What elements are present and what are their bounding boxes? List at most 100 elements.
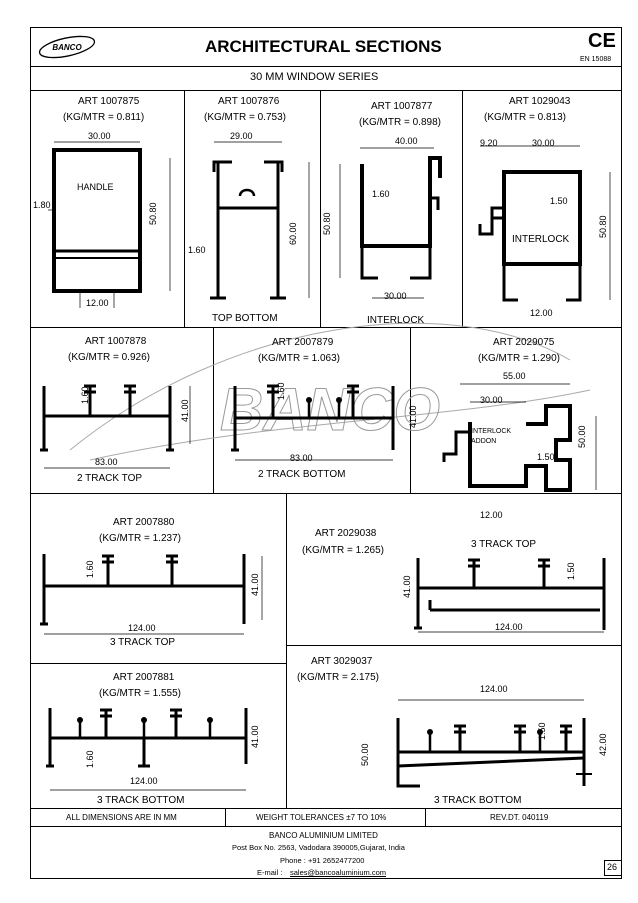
weight-per-meter: (KG/MTR = 0.813) bbox=[484, 112, 566, 123]
grid-line bbox=[30, 808, 622, 809]
page-number: 26 bbox=[607, 862, 618, 872]
part-caption: 3 TRACK BOTTOM bbox=[434, 795, 522, 806]
dimension-label: 124.00 bbox=[128, 623, 156, 633]
company-name: BANCO ALUMINIUM LIMITED bbox=[269, 831, 378, 840]
grid-line bbox=[425, 808, 426, 826]
dimension-label: 29.00 bbox=[230, 131, 253, 141]
grid-line bbox=[286, 645, 622, 646]
dimension-label: 83.00 bbox=[290, 453, 313, 463]
dimension-label: 1.50 bbox=[566, 562, 576, 580]
email-label: E-mail : bbox=[257, 868, 283, 877]
profile-drawing bbox=[40, 384, 191, 469]
part-label: INTERLOCK bbox=[471, 428, 512, 435]
dimension-note: ALL DIMENSIONS ARE IN MM bbox=[66, 813, 177, 822]
grid-line bbox=[225, 808, 226, 826]
dimension-label: 1.80 bbox=[33, 200, 51, 210]
part-caption: INTERLOCK bbox=[367, 315, 425, 326]
grid-line bbox=[410, 327, 411, 493]
art-number: ART 2029038 bbox=[315, 528, 377, 539]
profile-drawing bbox=[46, 708, 248, 791]
part-caption: TOP BOTTOM bbox=[212, 313, 278, 324]
weight-per-meter: (KG/MTR = 1.290) bbox=[478, 353, 560, 364]
header-divider bbox=[30, 66, 622, 67]
art-number: ART 3029037 bbox=[311, 656, 373, 667]
dimension-label: 124.00 bbox=[495, 622, 523, 632]
drawing-sheet bbox=[30, 27, 622, 879]
part-caption: 2 TRACK BOTTOM bbox=[258, 469, 346, 480]
series-title: 30 MM WINDOW SERIES bbox=[250, 71, 379, 83]
part-caption: 3 TRACK TOP bbox=[471, 539, 537, 550]
grid-line bbox=[184, 90, 185, 327]
dimension-label: 1.50 bbox=[537, 722, 547, 740]
dimension-label: 9.20 bbox=[480, 138, 498, 148]
grid-line bbox=[462, 90, 463, 327]
dimension-label: 50.00 bbox=[360, 743, 370, 766]
art-number: ART 1007878 bbox=[85, 336, 147, 347]
dimension-label: 124.00 bbox=[480, 684, 508, 694]
part-label: HANDLE bbox=[77, 182, 114, 192]
company-address: Post Box No. 2563, Vadodara 390005,Gujar… bbox=[232, 843, 405, 852]
part-caption: 3 TRACK BOTTOM bbox=[97, 795, 185, 806]
page-title: ARCHITECTURAL SECTIONS bbox=[205, 37, 442, 56]
weight-per-meter: (KG/MTR = 0.926) bbox=[68, 352, 150, 363]
grid-line bbox=[30, 493, 622, 494]
banco-watermark: BANCO bbox=[69, 322, 591, 461]
dimension-label: 1.50 bbox=[550, 196, 568, 206]
profile-drawing bbox=[339, 147, 442, 299]
dimension-label: 124.00 bbox=[130, 776, 158, 786]
art-number: ART 2029075 bbox=[493, 337, 555, 348]
weight-per-meter: (KG/MTR = 2.175) bbox=[297, 672, 379, 683]
part-label: INTERLOCK bbox=[512, 234, 570, 245]
art-number: ART 2007881 bbox=[113, 672, 175, 683]
dimension-label: 1.60 bbox=[372, 189, 390, 199]
grid-line bbox=[213, 327, 214, 493]
profile-drawing bbox=[442, 383, 597, 492]
dimension-label: 1.60 bbox=[85, 750, 95, 768]
weight-per-meter: (KG/MTR = 1.237) bbox=[99, 533, 181, 544]
revision-date: REV.DT. 040119 bbox=[490, 813, 549, 822]
art-number: ART 2007880 bbox=[113, 517, 175, 528]
part-label: ADDON bbox=[471, 438, 497, 445]
page-number-box bbox=[604, 860, 622, 876]
profile-drawing bbox=[414, 558, 606, 633]
ce-mark: CE bbox=[588, 30, 616, 52]
profile-drawing bbox=[40, 554, 263, 635]
dimension-label: 1.60 bbox=[188, 245, 206, 255]
dimension-label: 42.00 bbox=[598, 733, 608, 756]
dimension-label: 50.80 bbox=[598, 215, 608, 238]
profile-drawing bbox=[210, 141, 310, 300]
certification-label: EN 15088 bbox=[580, 56, 612, 63]
company-phone: Phone : +91 2652477200 bbox=[280, 856, 365, 865]
dimension-label: 40.00 bbox=[395, 136, 418, 146]
dimension-label: 50.80 bbox=[148, 202, 158, 225]
grid-line bbox=[30, 826, 622, 827]
dimension-label: 12.00 bbox=[480, 510, 503, 520]
dimension-label: 30.00 bbox=[88, 131, 111, 141]
watermark-text: BANCO bbox=[220, 376, 440, 443]
dimension-label: 41.00 bbox=[402, 575, 412, 598]
art-number: ART 1007876 bbox=[218, 96, 280, 107]
dimension-label: 41.00 bbox=[180, 399, 190, 422]
email-link[interactable]: sales@bancoaluminium.com bbox=[290, 868, 386, 877]
tolerance-note: WEIGHT TOLERANCES ±7 TO 10% bbox=[256, 813, 387, 822]
dimension-label: 1.60 bbox=[80, 386, 90, 404]
art-number: ART 2007879 bbox=[272, 337, 334, 348]
grid-line bbox=[320, 90, 321, 327]
weight-per-meter: (KG/MTR = 0.898) bbox=[359, 117, 441, 128]
dimension-label: 55.00 bbox=[503, 371, 526, 381]
series-divider bbox=[30, 90, 622, 91]
weight-per-meter: (KG/MTR = 0.811) bbox=[63, 112, 145, 123]
part-caption: 2 TRACK TOP bbox=[77, 473, 143, 484]
weight-per-meter: (KG/MTR = 1.063) bbox=[258, 353, 340, 364]
dimension-label: 12.00 bbox=[530, 308, 553, 318]
dimension-label: 30.00 bbox=[480, 395, 503, 405]
part-caption: 3 TRACK TOP bbox=[110, 637, 176, 648]
logo: BANCO bbox=[36, 34, 98, 60]
weight-per-meter: (KG/MTR = 1.265) bbox=[302, 545, 384, 556]
weight-per-meter: (KG/MTR = 0.753) bbox=[204, 112, 286, 123]
grid-line bbox=[30, 663, 286, 664]
dimension-label: 41.00 bbox=[250, 725, 260, 748]
dimension-label: 12.00 bbox=[86, 298, 109, 308]
dimension-label: 41.00 bbox=[250, 573, 260, 596]
profile-drawing bbox=[48, 141, 171, 308]
